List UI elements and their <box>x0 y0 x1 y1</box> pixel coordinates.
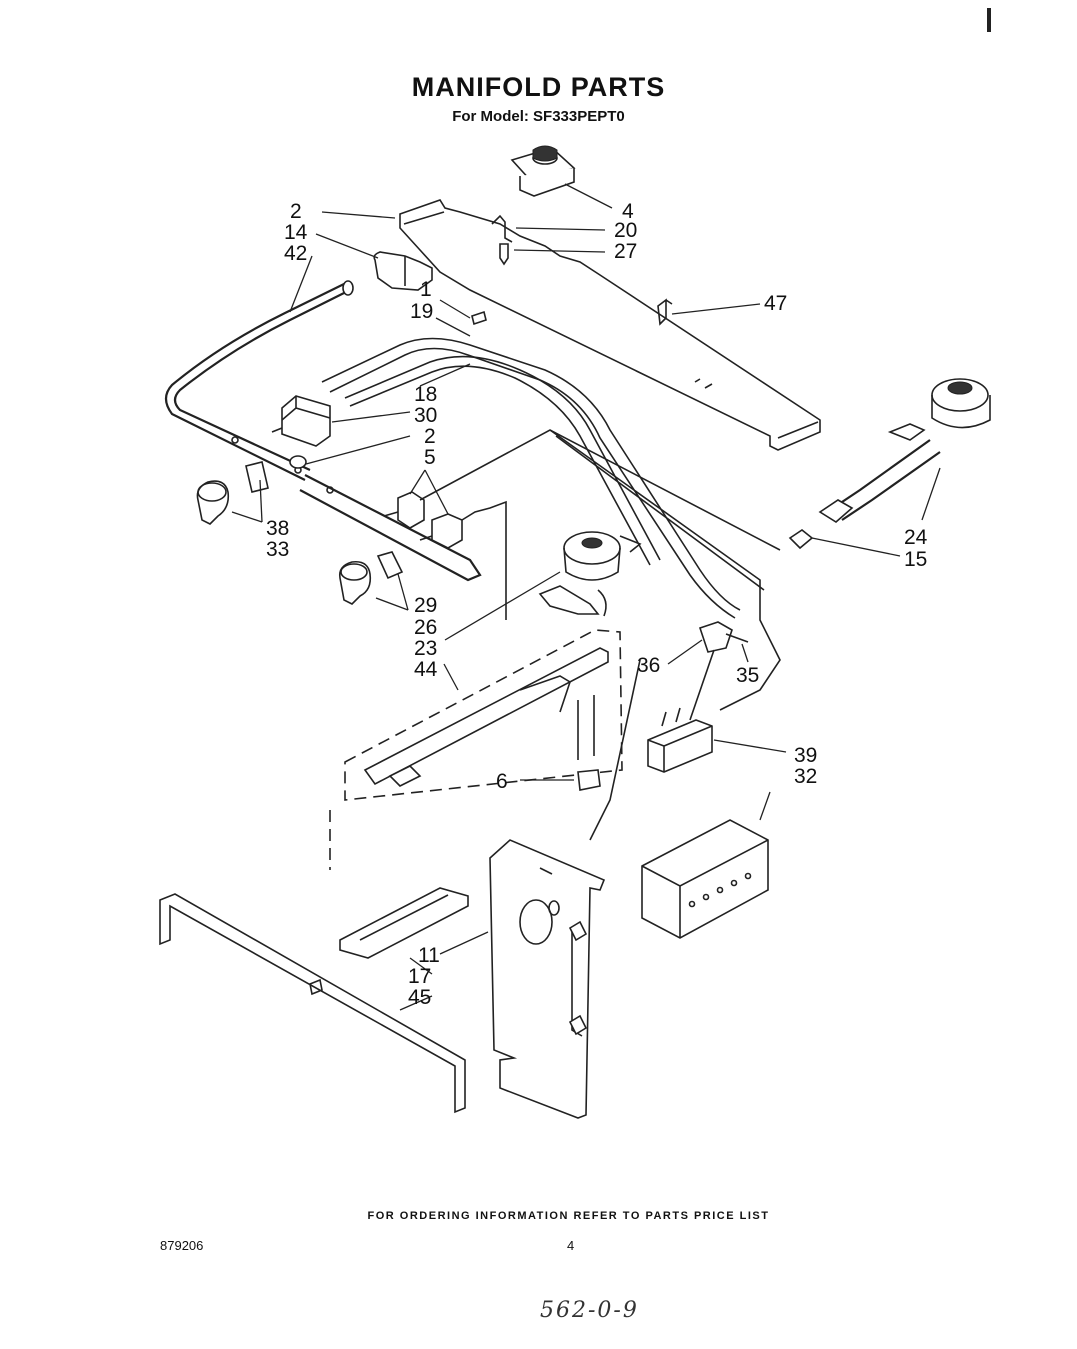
callout-29: 29 <box>414 594 437 617</box>
callout-33: 33 <box>266 538 289 561</box>
handwritten-note: 562-0-9 <box>540 1298 639 1323</box>
part-11-bracket <box>339 887 469 959</box>
part-45-front-rail <box>159 893 466 1114</box>
part-24-oven-burner <box>818 378 991 523</box>
callout-1: 1 <box>420 278 432 301</box>
callout-42: 42 <box>284 242 307 265</box>
part-47-bracket <box>657 298 673 326</box>
part-15-orifice <box>788 529 814 550</box>
part-36-thermostat-bulb <box>689 621 733 721</box>
part-32-cover-box <box>641 819 769 939</box>
scan-mark <box>987 8 991 32</box>
callout-labels: 2 14 42 1 19 4 20 27 47 18 30 2 5 38 33 … <box>266 200 928 1009</box>
part-6-orifice <box>577 769 601 791</box>
assembly-leader-line <box>589 659 641 841</box>
callout-44: 44 <box>414 658 438 681</box>
callout-30: 30 <box>414 404 437 427</box>
callout-15: 15 <box>904 548 927 571</box>
model-subtitle: For Model: SF333PEPT0 <box>452 108 625 125</box>
part-2-clip <box>289 455 307 469</box>
part-18-tube <box>344 355 661 566</box>
ordering-note: FOR ORDERING INFORMATION REFER TO PARTS … <box>367 1210 770 1222</box>
part-5-valve <box>383 429 781 620</box>
callout-24: 24 <box>904 526 928 549</box>
part-33-bezel <box>245 461 269 493</box>
callout-2: 2 <box>290 200 302 223</box>
callout-26: 26 <box>414 616 437 639</box>
callout-20: 20 <box>614 219 637 242</box>
callout-23: 23 <box>414 637 437 660</box>
part-17-side-panel <box>489 839 606 1119</box>
part-2-manifold-bracket <box>399 199 821 451</box>
callout-14: 14 <box>284 221 308 244</box>
part-39-thermostat <box>647 707 713 773</box>
part-20-clip <box>491 214 513 243</box>
callout-32: 32 <box>794 765 817 788</box>
part-35-capillary <box>725 633 749 643</box>
page-number: 4 <box>567 1238 575 1253</box>
part-44-broiler-burner <box>344 629 623 801</box>
callout-5: 5 <box>424 446 436 469</box>
callout-18: 18 <box>414 383 437 406</box>
document-number: 879206 <box>160 1238 204 1253</box>
callout-27: 27 <box>614 240 637 263</box>
callout-47: 47 <box>764 292 787 315</box>
part-38-knob <box>196 480 230 525</box>
callout-17: 17 <box>408 965 431 988</box>
callout-45: 45 <box>408 986 431 1009</box>
callout-11: 11 <box>418 944 440 967</box>
part-29-bezel <box>376 551 404 580</box>
part-4-burner-head <box>510 145 576 197</box>
part-19-tube <box>321 337 741 619</box>
part-23-burner <box>538 531 642 617</box>
callout-36: 36 <box>637 654 660 677</box>
page-title: MANIFOLD PARTS <box>411 72 666 102</box>
callout-39: 39 <box>794 744 817 767</box>
callout-2-lower: 2 <box>424 425 436 448</box>
leader-lines <box>231 183 941 1011</box>
callout-19: 19 <box>410 300 433 323</box>
part-14-valve <box>373 251 433 291</box>
part-27-orifice <box>499 243 509 266</box>
callout-35: 35 <box>736 664 759 687</box>
callout-38: 38 <box>266 517 289 540</box>
callout-6: 6 <box>496 770 508 793</box>
gas-tube <box>549 429 781 711</box>
part-26-knob <box>338 560 372 605</box>
part-30-valve <box>271 395 331 447</box>
callout-4: 4 <box>622 200 634 223</box>
part-1-screw <box>471 310 487 326</box>
